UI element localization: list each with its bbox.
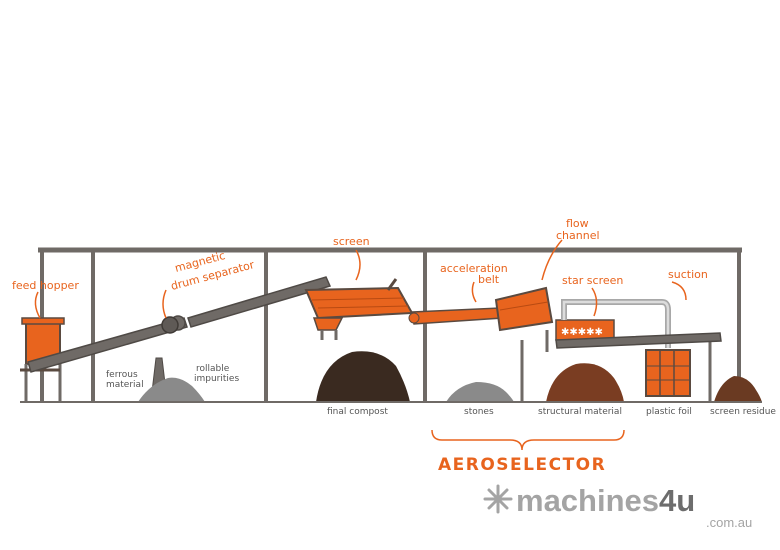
pile-rollable-impurities (138, 377, 205, 402)
snowflake-icon (483, 484, 513, 514)
label-rollable-line1: rollable (196, 364, 230, 374)
pile-stones (446, 382, 514, 402)
svg-text:✱✱✱✱✱: ✱✱✱✱✱ (561, 327, 603, 338)
label-acceleration-line1: acceleration (440, 262, 508, 275)
plastic-foil-container (645, 349, 691, 397)
arrow-magnetic (162, 289, 167, 319)
label-final-compost: final compost (327, 407, 388, 417)
acceleration-belt (408, 307, 503, 325)
label-star-screen: star screen (562, 274, 623, 287)
label-screen-residue: screen residue (710, 407, 776, 417)
arrow-screen (355, 249, 361, 281)
pile-final-compost (316, 351, 410, 402)
arrow-star-screen (591, 287, 598, 317)
suction-pipe (561, 299, 671, 348)
pile-screen-residue (714, 376, 762, 402)
aeroselector-brace (431, 429, 625, 451)
arrow-flow-channel (541, 239, 563, 281)
label-acceleration-line2: belt (478, 273, 500, 286)
brand-logo: machines4u .com.au (483, 483, 752, 530)
arrow-acceleration (471, 281, 477, 303)
label-aeroselector: AEROSELECTOR (438, 455, 606, 475)
label-structural-material: structural material (538, 407, 622, 417)
label-ferrous-line1: ferrous (106, 370, 138, 380)
label-rollable-line2: impurities (194, 374, 239, 384)
arrow-feed-hopper (34, 291, 41, 319)
support-frame (38, 247, 742, 402)
incline-conveyor (187, 276, 332, 328)
brand-domain: .com.au (706, 515, 752, 530)
drum-screen (304, 278, 414, 340)
pile-structural-material (546, 363, 624, 402)
label-plastic-foil: plastic foil (646, 407, 692, 417)
star-screen: ✱✱✱✱✱ (555, 319, 615, 341)
material-piles (138, 351, 762, 402)
arrow-suction (671, 281, 687, 301)
label-suction: suction (668, 268, 708, 281)
label-flow-line2: channel (556, 229, 600, 242)
label-flow-line1: flow (566, 217, 589, 230)
discharge-conveyor (555, 332, 722, 349)
label-screen: screen (333, 235, 370, 248)
label-ferrous-line2: material (106, 380, 144, 390)
annotation-arrows (34, 239, 687, 451)
brand-name: machines4u (516, 483, 695, 518)
magnetic-drum-separator (161, 316, 179, 334)
label-stones: stones (464, 407, 494, 417)
flow-channel (494, 286, 554, 332)
label-feed-hopper: feed hopper (12, 279, 79, 292)
